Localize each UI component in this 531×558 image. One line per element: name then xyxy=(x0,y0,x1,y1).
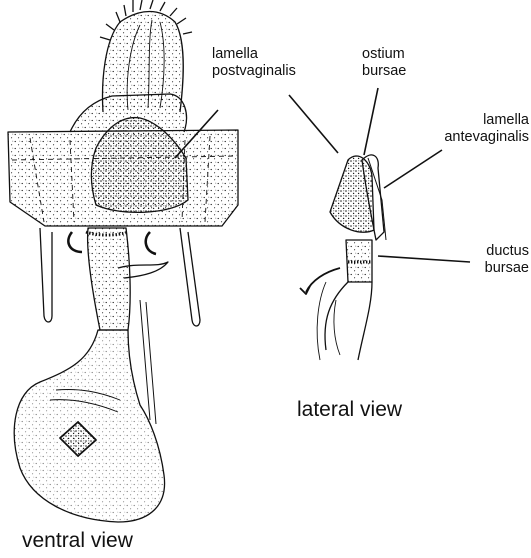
label-ostium-bursae: ostium bursae xyxy=(362,46,406,80)
label-lamella-postvaginalis: lamella postvaginalis xyxy=(212,46,296,80)
label-lateral-view: lateral view xyxy=(297,398,402,423)
ductus-bursae-ventral xyxy=(88,228,131,330)
leader-lamella-antevaginalis xyxy=(384,150,442,188)
leader-lamella-postvaginalis-lateral xyxy=(289,95,338,153)
apophyses-left xyxy=(40,228,52,322)
label-line: ostium xyxy=(362,46,406,63)
label-line: ductus xyxy=(485,243,529,260)
label-line: postvaginalis xyxy=(212,63,296,80)
corpus-bursae xyxy=(14,330,164,522)
curved-arrow xyxy=(306,268,340,292)
lateral-view-drawing xyxy=(300,155,386,360)
label-line: antevaginalis xyxy=(444,129,529,146)
ventral-view-drawing xyxy=(8,0,238,522)
label-ventral-view: ventral view xyxy=(22,529,133,554)
label-line: bursae xyxy=(485,260,529,277)
label-line: lamella xyxy=(212,46,296,63)
leader-ostium-bursae xyxy=(364,88,378,155)
label-ductus-bursae: ductus bursae xyxy=(485,243,529,277)
apophyses-right xyxy=(180,228,200,326)
leader-ductus-bursae xyxy=(378,256,470,262)
label-line: bursae xyxy=(362,63,406,80)
label-lamella-antevaginalis: lamella antevaginalis xyxy=(444,112,529,146)
label-line: lamella xyxy=(444,112,529,129)
ductus-bursae-lateral xyxy=(346,240,372,282)
